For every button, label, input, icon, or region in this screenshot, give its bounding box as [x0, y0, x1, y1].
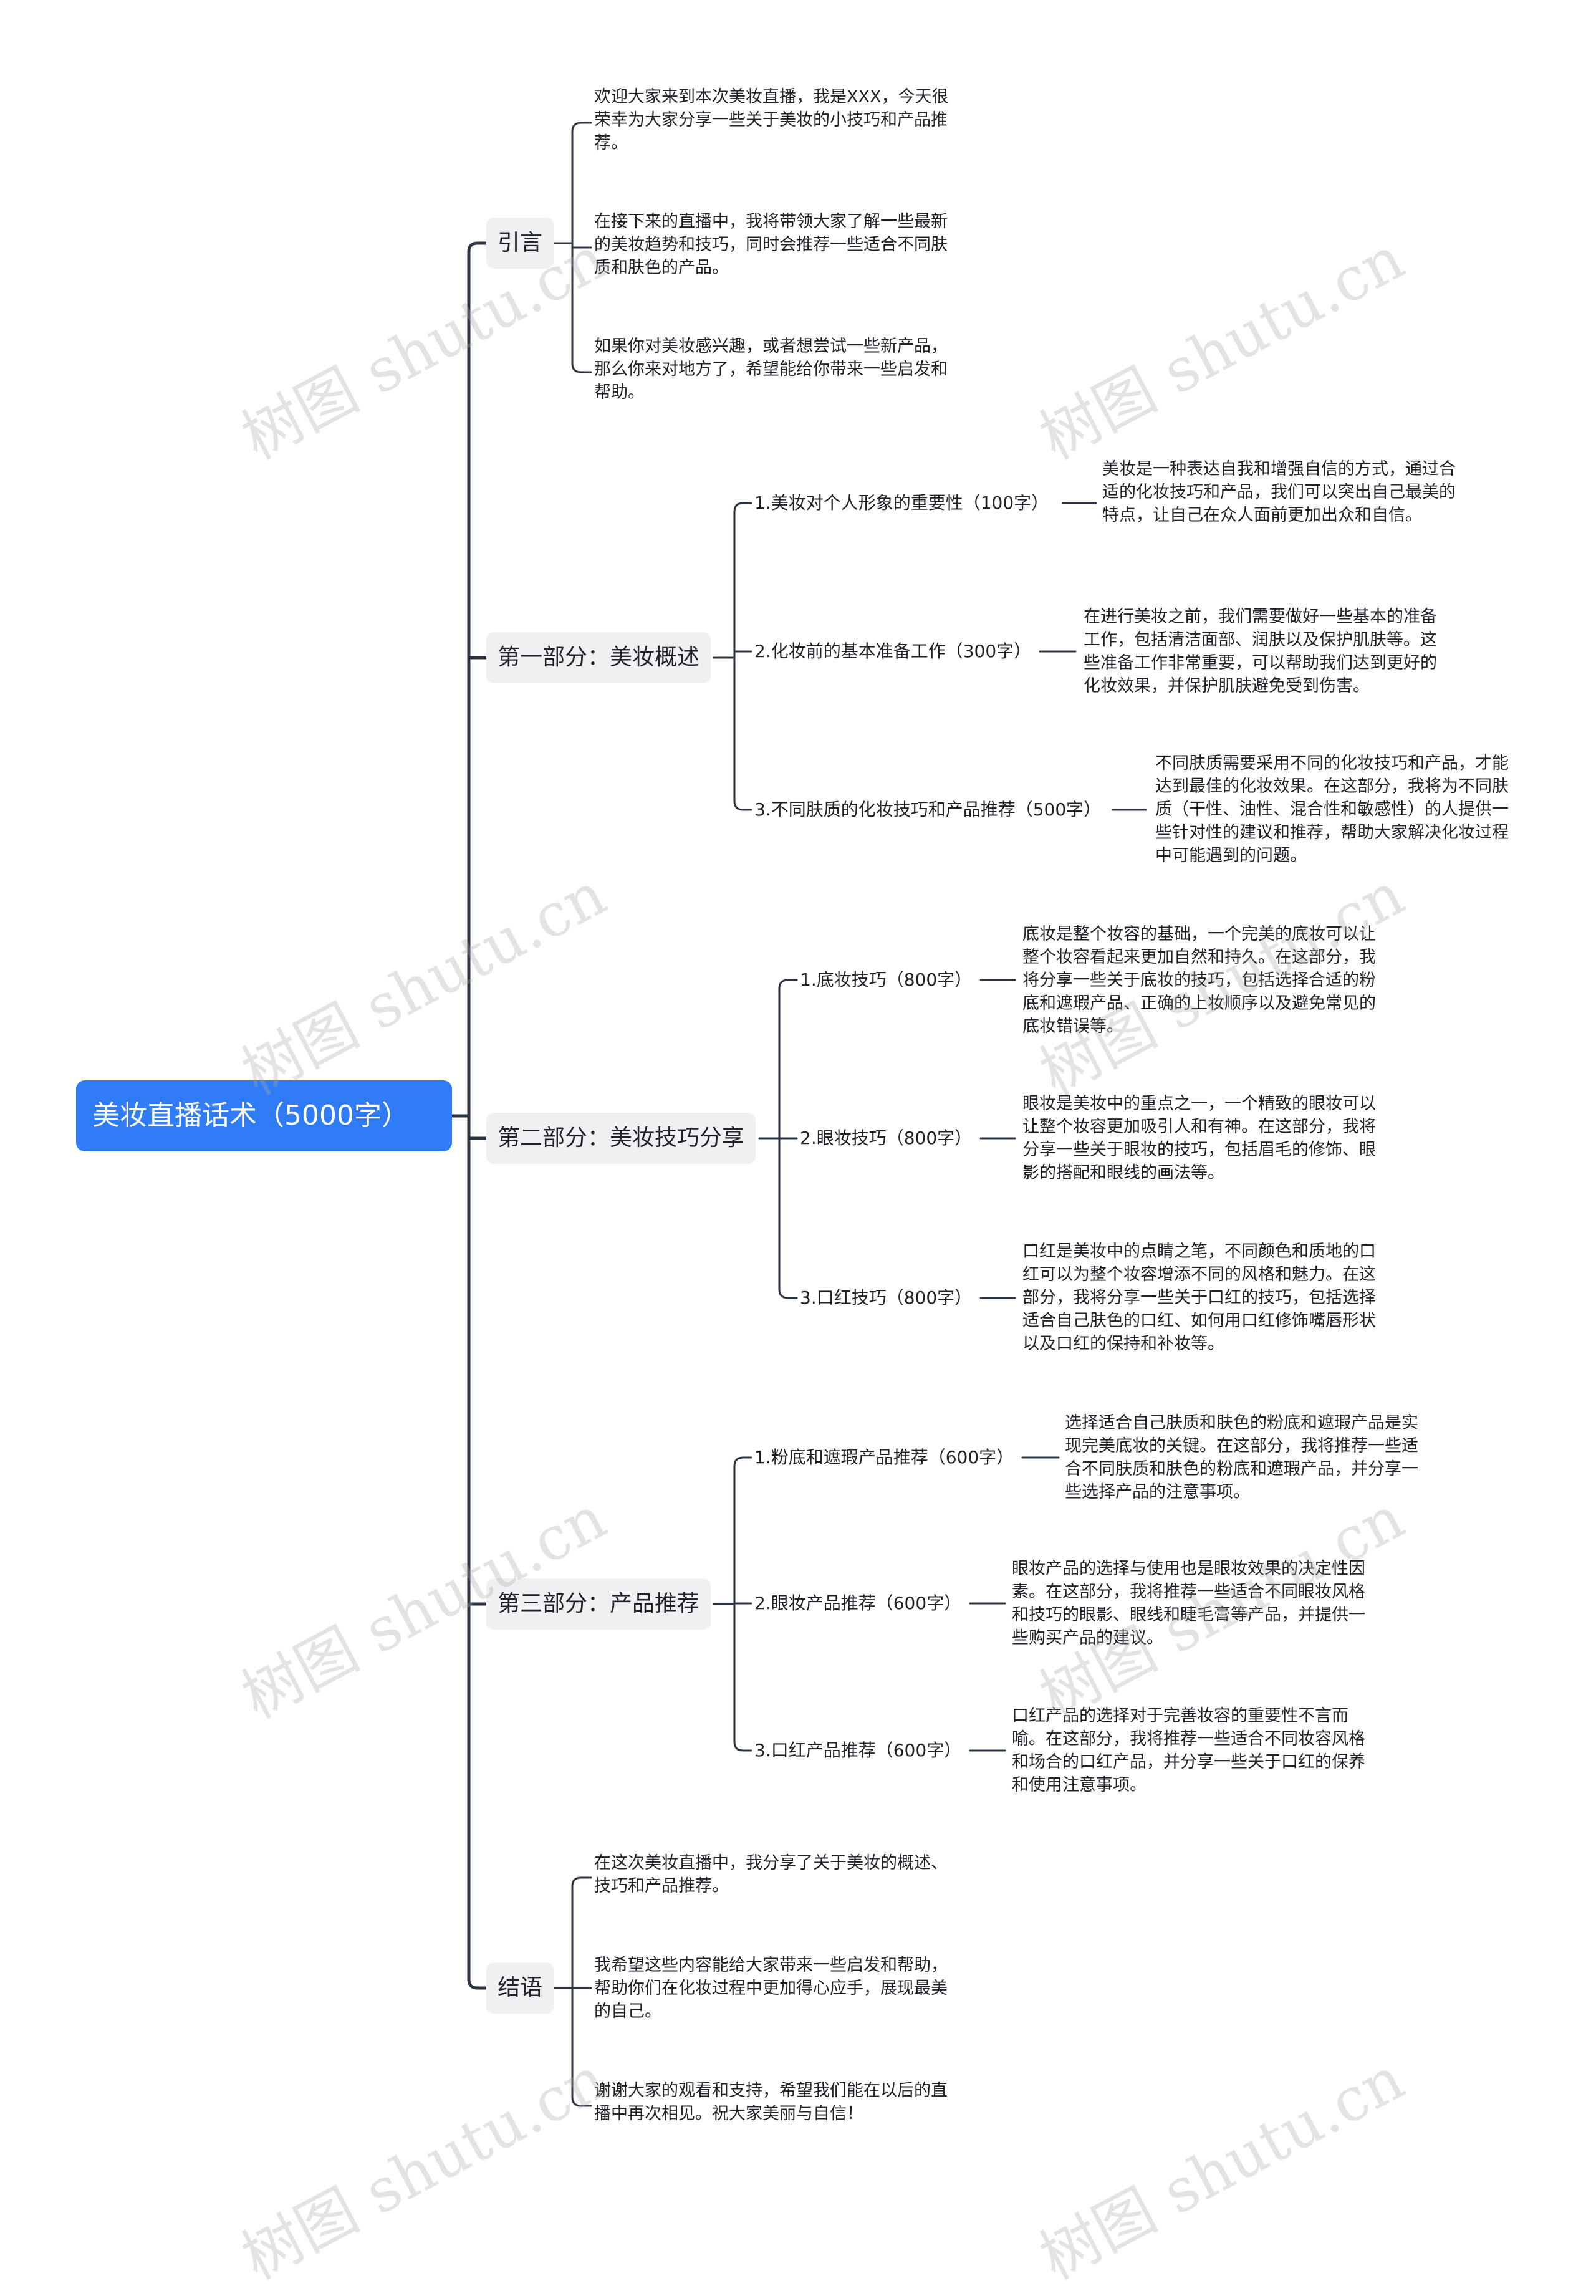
part3-note-3: 口红产品的选择对于完善妆容的重要性不言而喻。在这部分，我将推荐一些适合不同妆容风…	[1012, 1706, 1365, 1795]
part1-item-1[interactable]: 1.美妆对个人形象的重要性（100字）	[754, 492, 1049, 513]
part3-note-2: 眼妆产品的选择与使用也是眼妆效果的决定性因素。在这部分，我将推荐一些适合不同眼妆…	[1012, 1559, 1365, 1648]
part2-note-1: 底妆是整个妆容的基础，一个完美的底妆可以让整个妆容看起来更加自然和持久。在这部分…	[1022, 925, 1376, 1036]
intro-note-2: 在接下来的直播中，我将带领大家了解一些最新的美妆趋势和技巧，同时会推荐一些适合不…	[594, 212, 948, 277]
connector-lines	[450, 122, 1147, 2107]
part3-connector	[733, 1741, 752, 1752]
part2-item-3[interactable]: 3.口红技巧（800字）	[800, 1287, 973, 1308]
conclusion-note-1: 在这次美妆直播中，我分享了关于美妆的概述、技巧和产品推荐。	[594, 1853, 948, 1896]
part2-item-2[interactable]: 2.眼妆技巧（800字）	[800, 1128, 973, 1148]
part1-connector	[733, 800, 752, 811]
part2-note-3: 口红是美妆中的点睛之笔，不同颜色和质地的口红可以为整个妆容增添不同的风格和魅力。…	[1022, 1242, 1376, 1353]
section-part1[interactable]: 第一部分：美妆概述	[486, 632, 711, 683]
part2-item-1[interactable]: 1.底妆技巧（800字）	[800, 969, 973, 990]
conclusion-note-3: 谢谢大家的观看和支持，希望我们能在以后的直播中再次相见。祝大家美丽与自信！	[594, 2081, 948, 2123]
part2-note-2: 眼妆是美妆中的重点之一，一个精致的眼妆可以让整个妆容更加吸引人和有神。在这部分，…	[1022, 1094, 1376, 1183]
part1-item-3[interactable]: 3.不同肤质的化妆技巧和产品推荐（500字）	[754, 799, 1102, 820]
part1-item-2[interactable]: 2.化妆前的基本准备工作（300字）	[754, 641, 1032, 661]
part3-item-2[interactable]: 2.眼妆产品推荐（600字）	[754, 1593, 962, 1613]
section-part2[interactable]: 第二部分：美妆技巧分享	[486, 1113, 756, 1164]
part3-item-3[interactable]: 3.口红产品推荐（600字）	[754, 1740, 962, 1760]
intro-connector	[571, 362, 592, 373]
part1-connector	[733, 502, 752, 513]
section-conclusion[interactable]: 结语	[486, 1962, 554, 2014]
section-intro[interactable]: 引言	[486, 218, 554, 269]
section-part3[interactable]: 第三部分：产品推荐	[486, 1578, 711, 1630]
part2-connector	[778, 979, 798, 990]
part3-connector	[733, 1456, 752, 1467]
part1-note-1: 美妆是一种表达自我和增强自信的方式，通过合适的化妆技巧和产品，我们可以突出自己最…	[1102, 459, 1456, 525]
part1-note-3: 不同肤质需要采用不同的化妆技巧和产品，才能达到最佳的化妆效果。在这部分，我将为不…	[1155, 754, 1509, 865]
intro-note-1: 欢迎大家来到本次美妆直播，我是XXX，今天很荣幸为大家分享一些关于美妆的小技巧和…	[594, 87, 949, 153]
conclusion-connector	[571, 2096, 592, 2107]
intro-connector	[571, 122, 592, 133]
root-connector	[467, 241, 488, 254]
part3-item-1[interactable]: 1.粉底和遮瑕产品推荐（600字）	[754, 1447, 1014, 1467]
part3-note-1: 选择适合自己肤质和肤色的粉底和遮瑕产品是实现完美底妆的关键。在这部分，我将推荐一…	[1065, 1413, 1418, 1502]
root-connector	[467, 1977, 488, 1990]
root-topic[interactable]: 美妆直播话术（5000字）	[76, 1080, 452, 1151]
intro-note-3: 如果你对美妆感兴趣，或者想尝试一些新产品，那么你来对地方了，希望能给你带来一些启…	[594, 337, 948, 402]
part1-note-2: 在进行美妆之前，我们需要做好一些基本的准备工作，包括清洁面部、润肤以及保护肌肤等…	[1084, 607, 1437, 696]
conclusion-note-2: 我希望这些内容能给大家带来一些启发和帮助，帮助你们在化妆过程中更加得心应手，展现…	[594, 1956, 948, 2021]
part2-connector	[778, 1288, 798, 1299]
conclusion-connector	[571, 1876, 592, 1888]
